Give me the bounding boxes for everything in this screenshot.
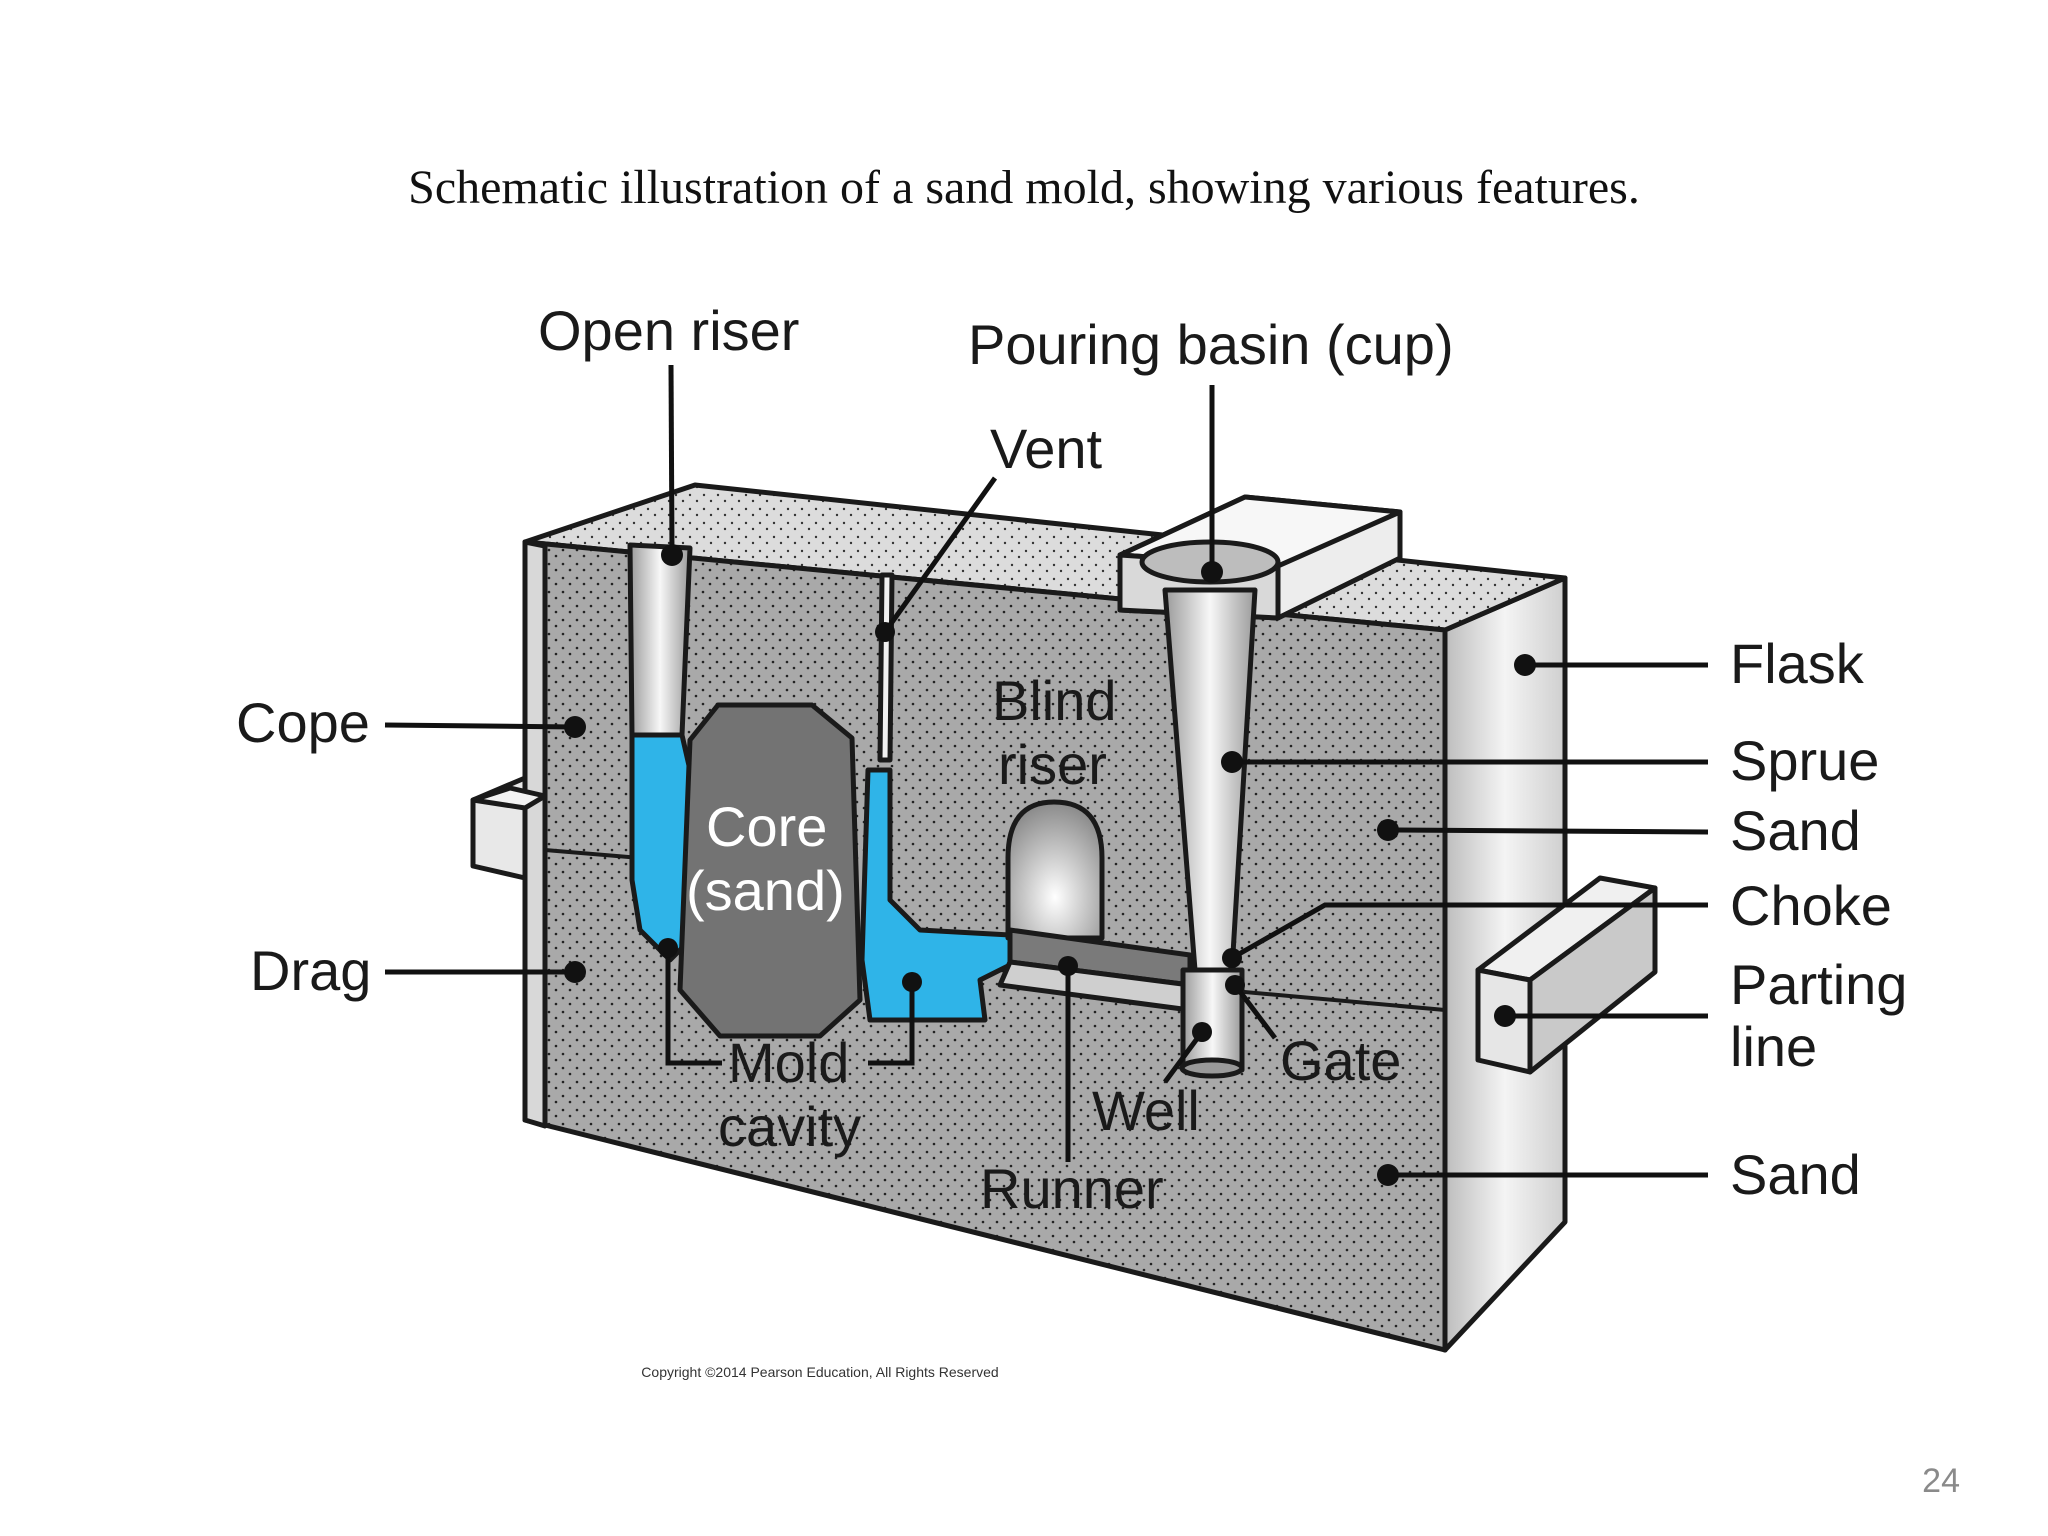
label-blind-riser: Blind riser: [992, 669, 1117, 796]
svg-text:Vent: Vent: [990, 417, 1103, 480]
svg-text:Drag: Drag: [250, 939, 371, 1002]
label-flask: Flask: [1514, 632, 1865, 695]
svg-text:riser: riser: [998, 733, 1107, 796]
sprue-channel: [1162, 587, 1258, 1079]
label-sand-lower: Sand: [1377, 1143, 1861, 1206]
page-number: 24: [1922, 1462, 1960, 1500]
copyright-notice: Copyright ©2014 Pearson Education, All R…: [641, 1364, 999, 1380]
svg-text:Well: Well: [1092, 1079, 1200, 1142]
svg-text:Open riser: Open riser: [538, 299, 799, 362]
open-riser-channel: [627, 542, 693, 738]
vent-channel: [877, 572, 895, 763]
blind-riser-shape: [1005, 799, 1105, 941]
slide-title: Schematic illustration of a sand mold, s…: [408, 161, 1640, 214]
label-sand-upper: Sand: [1377, 799, 1861, 862]
svg-text:line: line: [1730, 1015, 1817, 1078]
label-vent: Vent: [875, 417, 1103, 642]
svg-text:Blind: Blind: [992, 669, 1117, 732]
svg-text:cavity: cavity: [718, 1095, 861, 1158]
molten-metal: [629, 732, 1013, 1023]
svg-text:Cope: Cope: [236, 691, 370, 754]
label-runner: Runner: [980, 956, 1164, 1220]
label-open-riser: Open riser: [538, 299, 799, 566]
svg-text:Sand: Sand: [1730, 799, 1861, 862]
flask-pin-left: [470, 775, 548, 881]
svg-text:Runner: Runner: [980, 1157, 1164, 1220]
svg-text:Flask: Flask: [1730, 632, 1865, 695]
svg-text:Mold: Mold: [728, 1031, 849, 1094]
svg-text:Sprue: Sprue: [1730, 729, 1879, 792]
svg-text:(sand): (sand): [686, 859, 845, 922]
label-well: Well: [1092, 1022, 1212, 1142]
label-pouring-basin: Pouring basin (cup): [968, 313, 1454, 583]
label-parting-line: Parting line: [1494, 953, 1907, 1078]
label-cope: Cope: [236, 691, 586, 754]
svg-text:Parting: Parting: [1730, 953, 1907, 1016]
label-core: Core (sand): [686, 795, 845, 922]
svg-text:Gate: Gate: [1280, 1029, 1401, 1092]
core-shape: [677, 702, 863, 1039]
svg-text:Core: Core: [706, 795, 827, 858]
label-gate: Gate: [1225, 975, 1401, 1092]
label-choke: Choke: [1222, 874, 1892, 968]
label-sprue: Sprue: [1221, 729, 1879, 792]
label-drag: Drag: [250, 939, 586, 1002]
label-mold-cavity: Mold cavity: [658, 938, 922, 1158]
svg-text:Pouring basin (cup): Pouring basin (cup): [968, 313, 1454, 376]
svg-text:Sand: Sand: [1730, 1143, 1861, 1206]
svg-text:Choke: Choke: [1730, 874, 1892, 937]
